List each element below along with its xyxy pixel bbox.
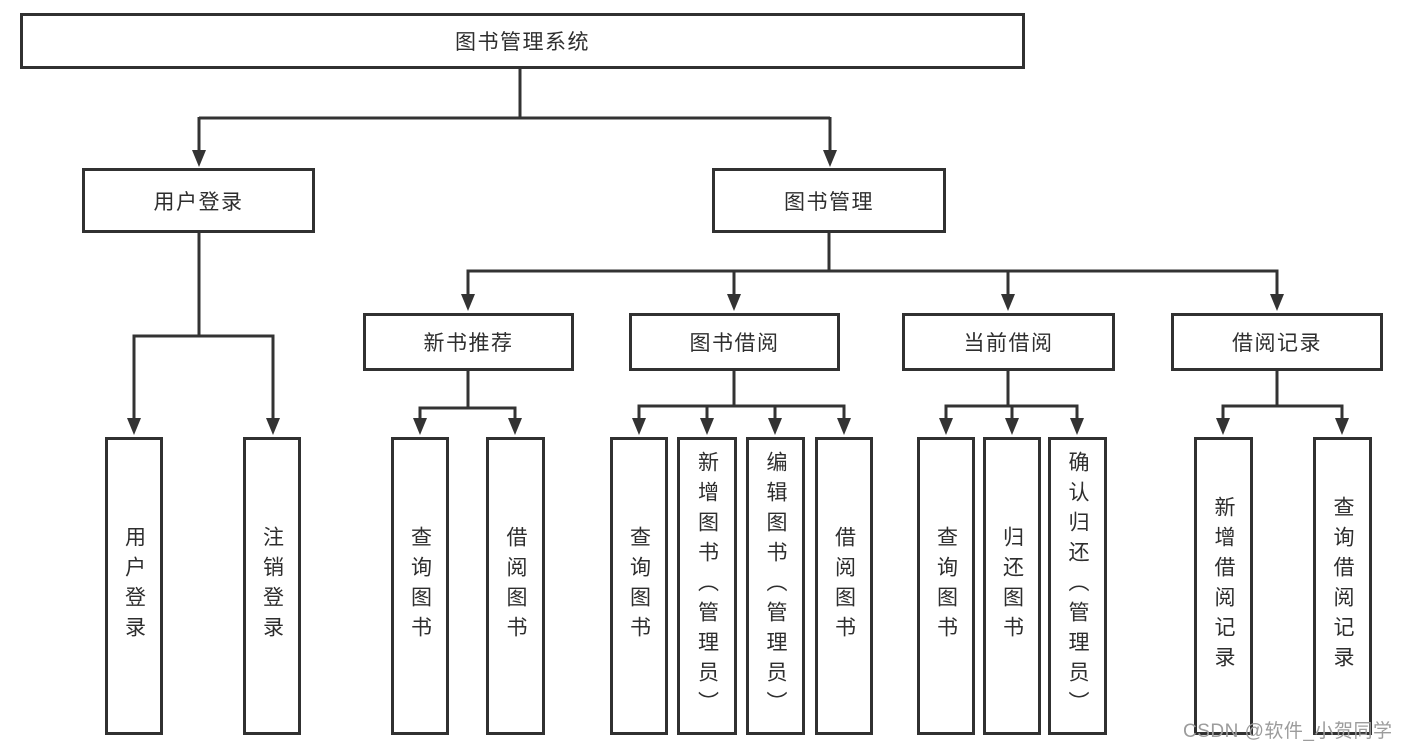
leaf-query-books-recommend: 查询图书 (391, 437, 449, 735)
node-label: 图书管理系统 (455, 31, 590, 54)
node-label: 新书推荐 (423, 332, 514, 355)
node-label: 编辑图书（管理员） (764, 451, 787, 721)
leaf-borrow-books-recommend: 借阅图书 (486, 437, 545, 735)
node-label: 查询借阅记录 (1331, 496, 1354, 676)
node-user-login: 用户登录 (82, 168, 315, 233)
node-library-management-system: 图书管理系统 (20, 13, 1025, 69)
node-label: 归还图书 (1000, 526, 1024, 646)
leaf-query-books-current: 查询图书 (917, 437, 975, 735)
watermark-text: CSDN @软件_小贺同学 (1183, 721, 1393, 742)
node-label: 图书管理 (784, 190, 874, 214)
leaf-query-books-borrow: 查询图书 (610, 437, 668, 735)
leaf-query-borrow-record: 查询借阅记录 (1313, 437, 1372, 735)
node-label: 确认归还（管理员） (1066, 451, 1089, 721)
node-label: 图书借阅 (689, 332, 780, 355)
leaf-edit-books-admin: 编辑图书（管理员） (746, 437, 805, 735)
node-label: 新增图书（管理员） (695, 451, 719, 721)
node-label: 注销登录 (260, 526, 284, 646)
node-label: 查询图书 (408, 526, 432, 646)
node-borrowing-records: 借阅记录 (1171, 313, 1383, 371)
leaf-user-login: 用户登录 (105, 437, 163, 735)
node-label: 新增借阅记录 (1212, 496, 1235, 676)
node-label: 借阅图书 (832, 526, 856, 646)
node-book-borrowing: 图书借阅 (629, 313, 840, 371)
node-new-book-recommendation: 新书推荐 (363, 313, 574, 371)
node-label: 用户登录 (122, 526, 146, 646)
leaf-logout: 注销登录 (243, 437, 301, 735)
node-label: 用户登录 (153, 190, 244, 214)
leaf-return-books: 归还图书 (983, 437, 1041, 735)
node-label: 查询图书 (627, 526, 651, 646)
leaf-add-books-admin: 新增图书（管理员） (677, 437, 737, 735)
node-label: 查询图书 (934, 526, 958, 646)
node-current-borrowing: 当前借阅 (902, 313, 1115, 371)
node-book-management: 图书管理 (712, 168, 946, 233)
arrowhead-icons (127, 150, 1349, 435)
node-label: 借阅图书 (504, 526, 527, 646)
leaf-confirm-return-admin: 确认归还（管理员） (1048, 437, 1107, 735)
leaf-borrow-books: 借阅图书 (815, 437, 873, 735)
leaf-add-borrow-record: 新增借阅记录 (1194, 437, 1253, 735)
node-label: 当前借阅 (963, 332, 1054, 355)
node-label: 借阅记录 (1232, 332, 1322, 355)
